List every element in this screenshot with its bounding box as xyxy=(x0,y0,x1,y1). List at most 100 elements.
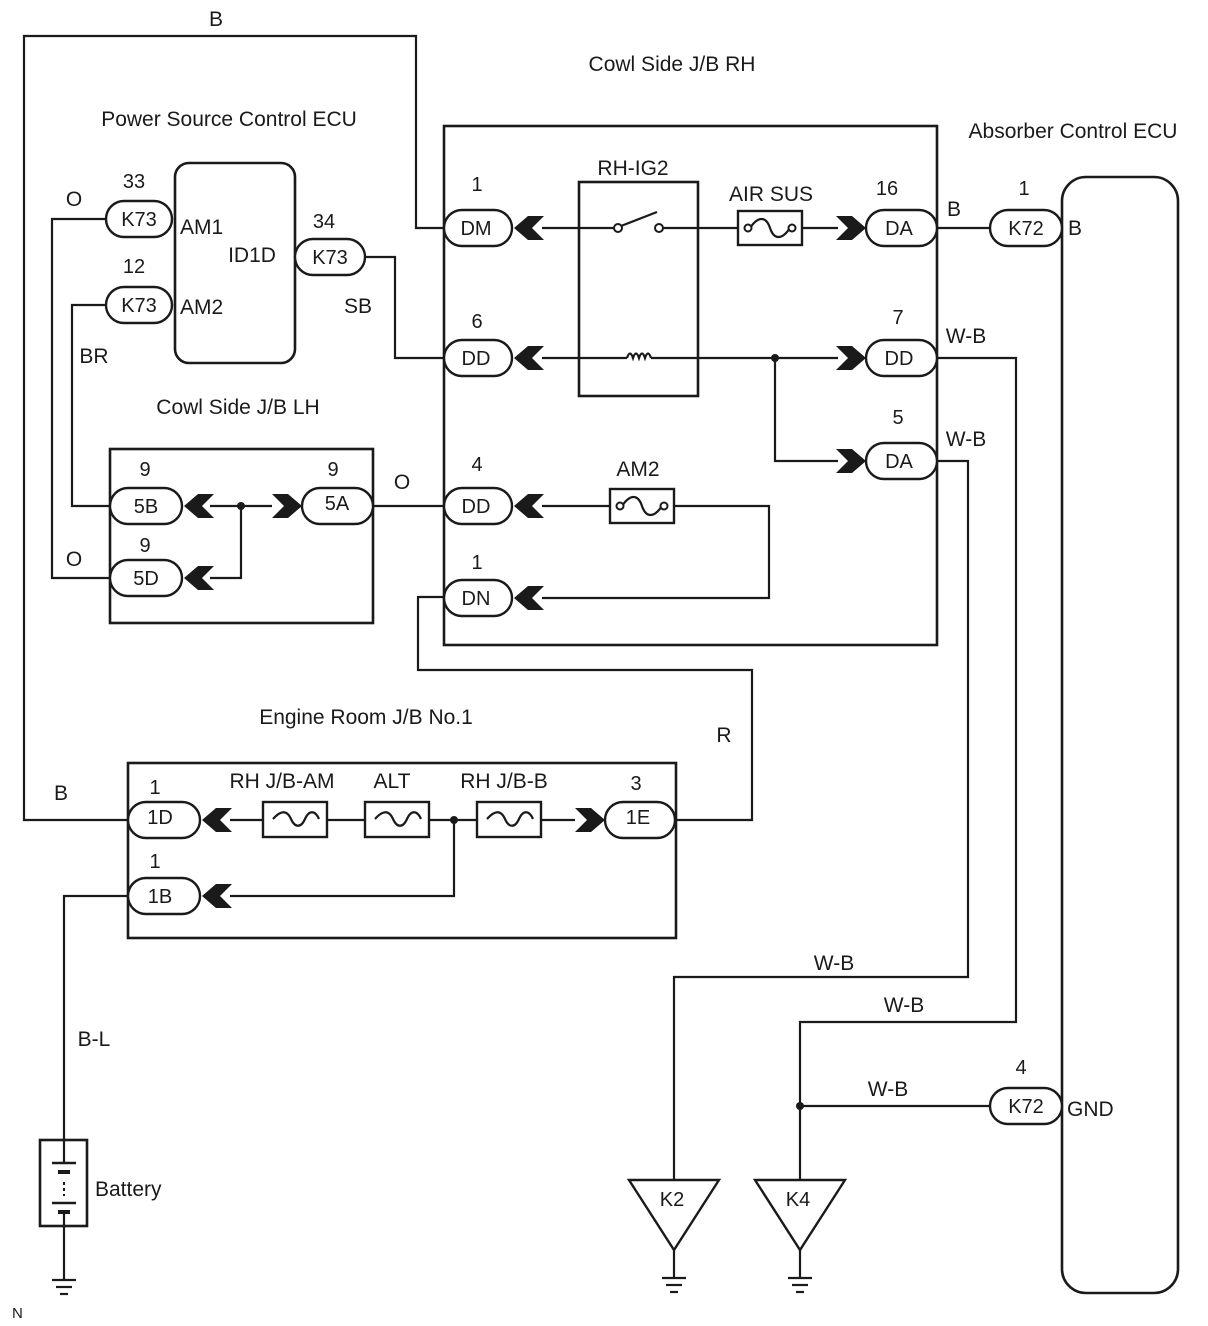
battery-label: Battery xyxy=(95,1178,162,1201)
connector-1e-label: 1E xyxy=(626,807,650,829)
connector-k72-gnd-label: K72 xyxy=(1008,1096,1044,1118)
connector-dd6 xyxy=(442,338,514,378)
wire-label-b-da16: B xyxy=(947,198,961,221)
terminal-gnd: GND xyxy=(1067,1098,1114,1121)
ground-battery-icon xyxy=(52,1278,76,1296)
pin-num-da16: 16 xyxy=(876,178,898,200)
wire-bl xyxy=(62,894,128,1140)
wire-o-am1 xyxy=(50,217,110,580)
cowl-rh-box xyxy=(442,124,939,647)
arrow-5d xyxy=(184,566,214,590)
wire-label-top-b: B xyxy=(209,8,223,31)
pin-num-k72-gnd: 4 xyxy=(1015,1057,1026,1079)
arrow-dd6 xyxy=(514,346,544,370)
connector-k72-b-label: K72 xyxy=(1008,218,1044,240)
fuse-rh-jb-am-element xyxy=(272,811,321,827)
pin-num-dd4: 4 xyxy=(471,454,482,476)
connector-5d-label: 5D xyxy=(133,568,159,590)
ground-k4-triangle xyxy=(752,1178,848,1253)
connector-1e xyxy=(603,800,677,840)
connector-dm xyxy=(442,208,514,248)
arrow-5a xyxy=(272,494,302,518)
wire-wb-dd7 xyxy=(798,356,1018,1180)
wire-label-o-5a: O xyxy=(394,471,410,494)
power-source-ecu-id: ID1D xyxy=(228,244,276,267)
connector-dn-label: DN xyxy=(462,588,491,610)
connector-5d xyxy=(108,558,184,598)
wire-wb-da5 xyxy=(672,459,970,1180)
connector-da16 xyxy=(864,208,939,248)
connector-dn xyxy=(442,578,514,618)
fuse-air-sus-element xyxy=(749,217,791,239)
connector-da5 xyxy=(864,441,939,481)
absorber-ecu-title: Absorber Control ECU xyxy=(969,120,1178,143)
pin-num-dm: 1 xyxy=(471,174,482,196)
cowl-rh-title: Cowl Side J/B RH xyxy=(589,53,756,76)
connector-dd7 xyxy=(864,338,939,378)
ground-k4: K4 xyxy=(752,1178,848,1294)
fuse-air-sus-label: AIR SUS xyxy=(729,183,813,206)
pin-num-da5: 5 xyxy=(892,407,903,429)
cowl-side-jb-lh: Cowl Side J/B LH 9 5B 9 5A 9 5D xyxy=(108,396,375,625)
connector-1b-label: 1B xyxy=(148,886,172,908)
connector-k72-gnd xyxy=(988,1086,1064,1126)
wire-r xyxy=(416,595,754,822)
arrow-1e xyxy=(575,808,605,832)
connector-k72-b xyxy=(988,208,1064,248)
fuse-air-sus-dot-r xyxy=(787,223,797,233)
connector-dd4 xyxy=(442,486,514,526)
arrow-dn xyxy=(514,586,544,610)
connector-dd7-label: DD xyxy=(885,348,914,370)
connector-k73-am2-label: K73 xyxy=(121,295,157,317)
terminal-am1: AM1 xyxy=(180,216,223,239)
engine-room-jb-no1: Engine Room J/B No.1 RH J/B-AM ALT RH J/… xyxy=(126,706,678,940)
wire-label-wb-k2: W-B xyxy=(814,952,854,975)
relay-switch xyxy=(620,210,658,228)
ground-k4-icon xyxy=(788,1276,812,1294)
engine-room-box xyxy=(126,761,678,940)
junction-gnd xyxy=(796,1102,804,1110)
wire-label-wb-k4: W-B xyxy=(884,994,924,1017)
connector-1d-label: 1D xyxy=(147,807,173,829)
wire-label-wb-gnd: W-B xyxy=(868,1078,908,1101)
connector-5a-label: 5A xyxy=(325,493,350,515)
relay-contact-right xyxy=(654,223,664,233)
relay-contact-left xyxy=(613,223,623,233)
wire-label-wb-dd7: W-B xyxy=(946,325,986,348)
wire-label-r: R xyxy=(716,724,731,747)
fuse-rh-jb-b-element xyxy=(486,811,535,827)
power-source-ecu-title: Power Source Control ECU xyxy=(101,108,357,131)
ground-k2-icon xyxy=(662,1276,686,1294)
connector-1d xyxy=(126,800,202,840)
pin-num-5a: 9 xyxy=(327,459,338,481)
fuse-am2-element xyxy=(621,495,663,517)
connector-5b xyxy=(108,486,184,526)
engine-room-title: Engine Room J/B No.1 xyxy=(259,706,473,729)
relay-rh-ig2-box xyxy=(577,180,700,398)
arrow-da5 xyxy=(836,449,866,473)
pin-num-1d: 1 xyxy=(149,777,160,799)
er-wire-1b xyxy=(230,820,456,898)
connector-k73-34-label: K73 xyxy=(312,247,348,269)
connector-da5-label: DA xyxy=(885,451,913,473)
connector-k73-am1 xyxy=(104,199,174,239)
fuse-rh-jb-b xyxy=(475,800,543,839)
fuse-am2-dot-r xyxy=(659,501,669,511)
connector-k73-am2 xyxy=(104,285,174,325)
terminal-am2: AM2 xyxy=(180,296,223,319)
terminal-b: B xyxy=(1068,217,1082,240)
connector-dm-label: DM xyxy=(460,218,491,240)
wire-label-o-am1: O xyxy=(66,188,82,211)
rh-wire-am2-dn xyxy=(542,504,771,600)
ground-k2-triangle xyxy=(626,1178,722,1253)
battery: Battery xyxy=(38,1138,162,1296)
absorber-control-ecu: Absorber Control ECU 1 K72 B 4 K72 GND xyxy=(969,120,1180,1295)
connector-dd6-label: DD xyxy=(462,348,491,370)
wire-label-bl: B-L xyxy=(78,1028,111,1051)
arrow-dd4 xyxy=(514,494,544,518)
fuse-rh-jb-b-label: RH J/B-B xyxy=(460,770,548,793)
fuse-air-sus-dot-l xyxy=(743,223,753,233)
cowl-lh-box xyxy=(108,447,375,625)
power-source-control-ecu: Power Source Control ECU ID1D 33 K73 AM1… xyxy=(101,108,367,365)
